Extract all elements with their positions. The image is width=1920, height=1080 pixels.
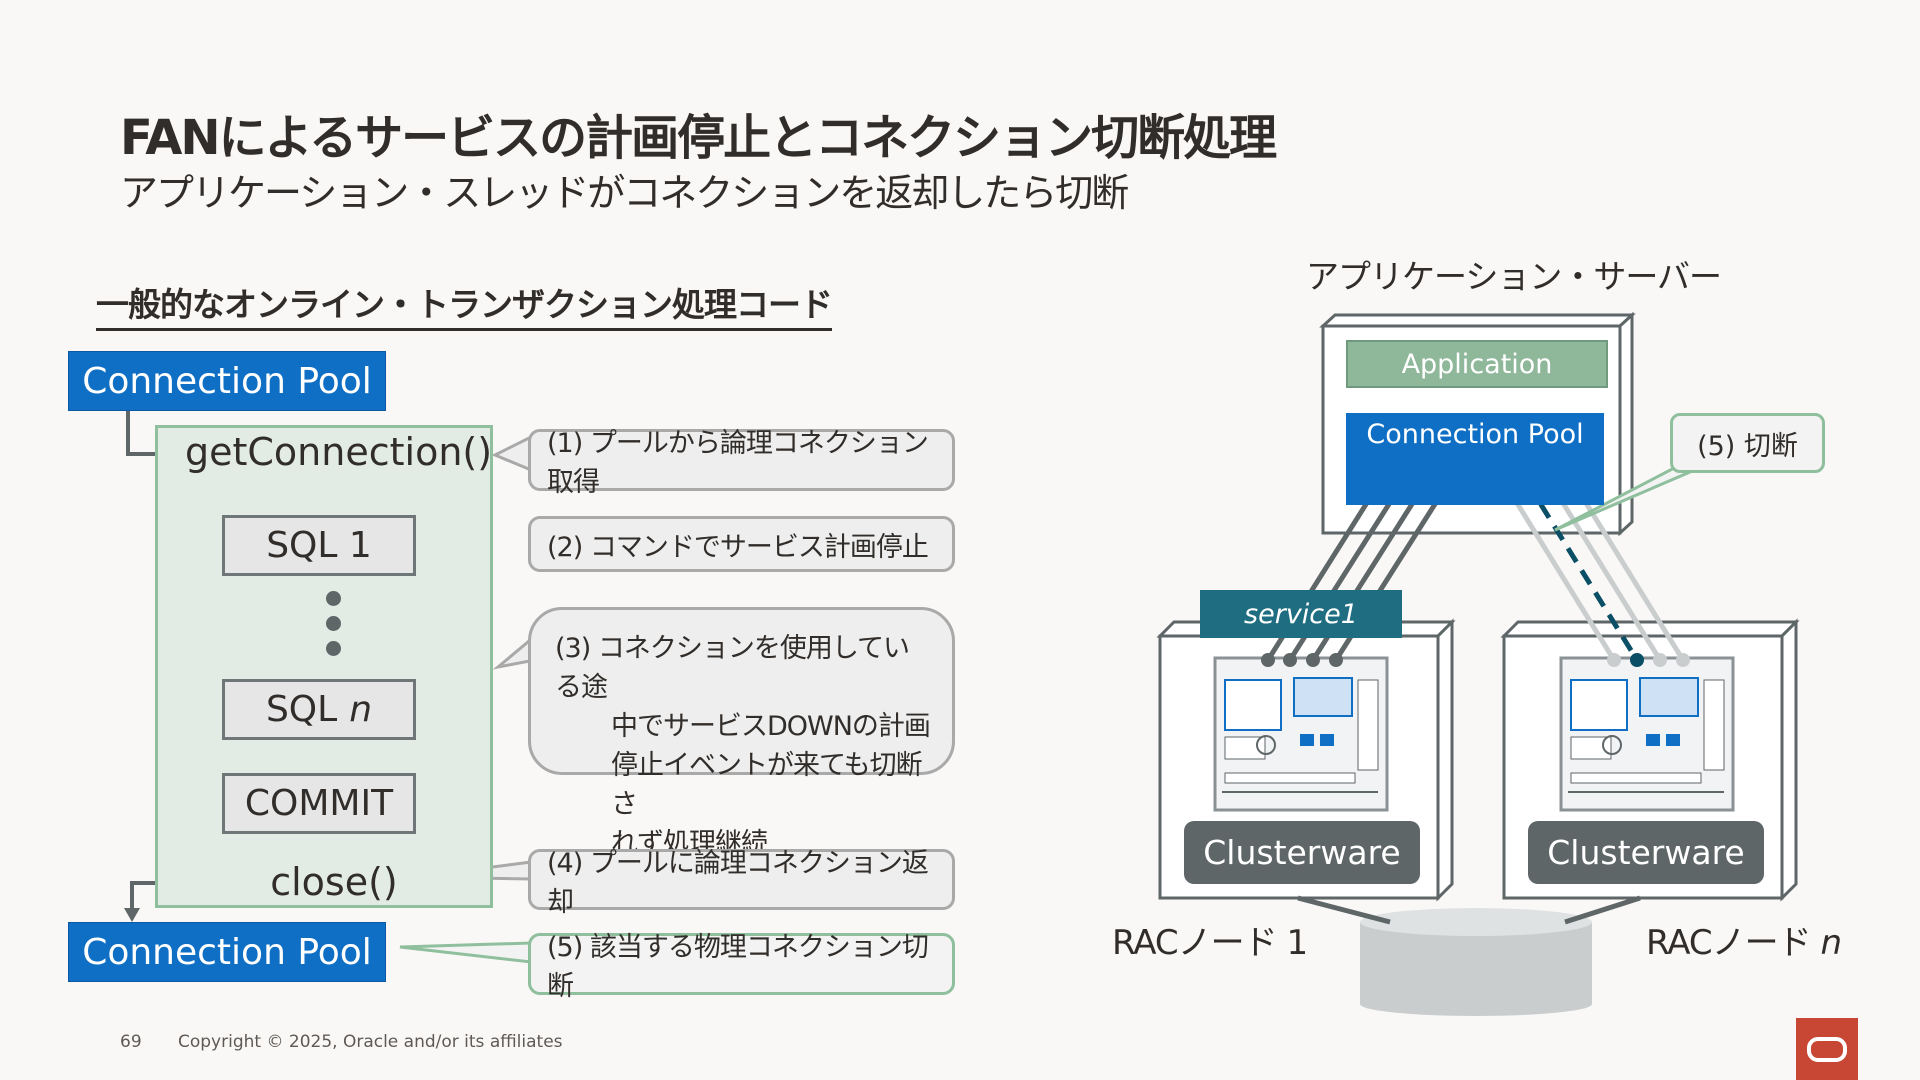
cut-dot-bottom [1630, 653, 1644, 667]
ellipsis-dot-2 [326, 616, 341, 631]
arrowhead-pool-bottom [124, 908, 140, 922]
rac-node-n-suffix: n [1820, 923, 1842, 963]
sqln-prefix: SQL [265, 689, 338, 730]
oracle-logo-icon [1796, 1018, 1858, 1080]
callout-5: (5) 該当する物理コネクション切断 [528, 932, 955, 1002]
callout-4-text: (4) プールに論理コネクション返却 [547, 847, 929, 918]
callout-2: (2) コマンドでサービス計画停止 [528, 516, 955, 572]
rac-node-n-label: RACノード n [1646, 915, 1842, 964]
callout-3: (3) コネクションを使用している途 中でサービスDOWNの計画 停止イベントが… [528, 607, 955, 859]
service-tag: service1 [1200, 590, 1402, 638]
callout-3-line-2: 中でサービスDOWNの計画 [611, 711, 931, 742]
racn-storage-link [1564, 895, 1641, 925]
connection-pool-bottom: Connection Pool [68, 922, 386, 982]
ellipsis-dot-1 [326, 591, 341, 606]
flow-panel [155, 425, 493, 908]
sqln-box: SQL n [222, 679, 416, 740]
rac1-architecture-thumbnail [1213, 656, 1389, 812]
rac1-storage-link [1297, 895, 1391, 925]
callout-1: (1) プールから論理コネクション取得 [528, 428, 955, 498]
callout-tail-5 [399, 941, 533, 964]
clusterware-node-1: Clusterware [1184, 821, 1420, 884]
app-server-label: アプリケーション・サーバー [1306, 257, 1722, 296]
callout-1-text: (1) プールから論理コネクション取得 [547, 428, 929, 498]
rac-node-1-label: RACノード 1 [1112, 923, 1308, 963]
commit-box: COMMIT [222, 773, 416, 834]
disconnected-connection [1524, 480, 1640, 662]
racn-architecture-thumbnail [1559, 656, 1735, 812]
page-number: 69 [120, 1032, 142, 1052]
slide-title: FANによるサービスの計画停止とコネクション切断処理 [120, 110, 1277, 166]
sqln-suffix: n [349, 689, 373, 730]
application-box: Application [1346, 340, 1608, 388]
racn-side-face [1780, 618, 1798, 902]
app-connection-pool-label: Connection Pool [1366, 419, 1584, 450]
sql1-box: SQL 1 [222, 515, 416, 576]
close-label: close() [270, 860, 398, 904]
arrow-pool-to-get [126, 409, 168, 456]
sql1-label: SQL 1 [266, 525, 372, 566]
rac1-side-face [1436, 618, 1454, 902]
ellipsis-dot-3 [326, 641, 341, 656]
commit-label: COMMIT [244, 783, 394, 824]
callout-5-text: (5) 該当する物理コネクション切断 [547, 932, 929, 1002]
cut-callout-text: (5) 切断 [1697, 430, 1798, 462]
callout-4: (4) プールに論理コネクション返却 [528, 848, 955, 918]
copyright: Copyright © 2025, Oracle and/or its affi… [178, 1032, 563, 1052]
rac-node-n-prefix: RACノード [1646, 923, 1812, 963]
callout-2-text: (2) コマンドでサービス計画停止 [547, 531, 929, 563]
slide-subtitle: アプリケーション・スレッドがコネクションを返却したら切断 [120, 171, 1129, 215]
app-server-top-face [1319, 313, 1636, 328]
racn-top-face [1500, 620, 1800, 638]
connection-pool-top: Connection Pool [68, 351, 386, 411]
storage-cylinder [1360, 908, 1592, 1016]
callout-tail-1 [491, 434, 533, 473]
callout-3-line-1: (3) コネクションを使用している途 [555, 633, 910, 703]
app-connection-pool: Connection Pool [1346, 413, 1604, 505]
cut-callout: (5) 切断 [1670, 413, 1825, 473]
section-heading: 一般的なオンライン・トランザクション処理コード [96, 278, 833, 331]
callout-3-line-3: 停止イベントが来ても切断さ [611, 750, 923, 820]
clusterware-node-n: Clusterware [1528, 821, 1764, 884]
get-connection-label: getConnection() [185, 430, 493, 474]
